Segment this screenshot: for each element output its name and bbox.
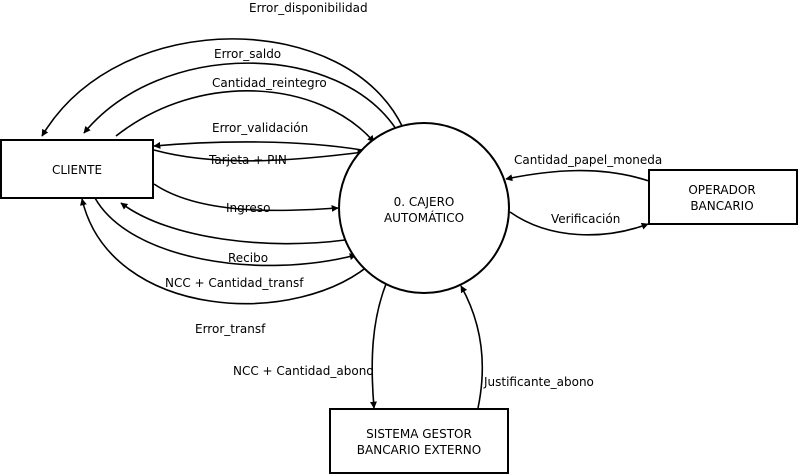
label-cantidad-papel-moneda: Cantidad_papel_moneda: [514, 153, 662, 167]
label-recibo: Recibo: [228, 251, 268, 265]
label-error-saldo: Error_saldo: [214, 47, 281, 61]
label-justificante-abono: Justificante_abono: [483, 375, 594, 389]
node-sistema-line2: BANCARIO EXTERNO: [357, 443, 481, 457]
label-error-transf: Error_transf: [195, 322, 266, 336]
label-ingreso: Ingreso: [226, 201, 270, 215]
flow-ncc-cantidad-abono: [369, 283, 387, 409]
label-cantidad-reintegro: Cantidad_reintegro: [212, 76, 327, 90]
node-cliente-label: CLIENTE: [52, 163, 102, 177]
node-operador: OPERADOR BANCARIO: [648, 169, 798, 225]
label-tarjeta-pin: Tarjeta + PIN: [208, 153, 287, 167]
node-cajero-line1: 0. CAJERO: [394, 195, 455, 209]
label-error-disponibilidad: Error_disponibilidad: [249, 1, 368, 15]
label-verificacion: Verificación: [551, 212, 620, 226]
flow-justificante-abono: [460, 285, 484, 409]
flow-ingreso: [153, 183, 339, 212]
flow-error-transf: [80, 198, 376, 305]
label-ncc-cantidad-abono: NCC + Cantidad_abono: [233, 364, 374, 378]
node-cajero-line2: AUTOMÁTICO: [384, 210, 464, 225]
flow-error-disponibilidad: [41, 38, 405, 137]
node-sistema-line1: SISTEMA GESTOR: [366, 427, 472, 441]
flow-error-saldo: [83, 62, 399, 134]
flow-recibo: [120, 202, 346, 245]
flow-error-validacion: [153, 141, 363, 151]
node-operador-line1: OPERADOR: [688, 183, 755, 197]
node-sistema: SISTEMA GESTOR BANCARIO EXTERNO: [329, 408, 509, 474]
flow-tarjeta-pin: [153, 149, 365, 162]
flow-verificacion: [509, 211, 649, 236]
label-error-validacion: Error_validación: [212, 121, 308, 135]
flow-cantidad-reintegro: [115, 90, 375, 143]
node-cajero: 0. CAJERO AUTOMÁTICO: [338, 122, 510, 294]
node-operador-line2: BANCARIO: [690, 199, 753, 213]
label-ncc-cantidad-transf: NCC + Cantidad_transf: [165, 276, 304, 290]
flow-cantidad-papel-moneda: [505, 169, 650, 182]
flow-ncc-cantidad-transf: [94, 197, 357, 267]
node-cliente: CLIENTE: [0, 139, 154, 199]
